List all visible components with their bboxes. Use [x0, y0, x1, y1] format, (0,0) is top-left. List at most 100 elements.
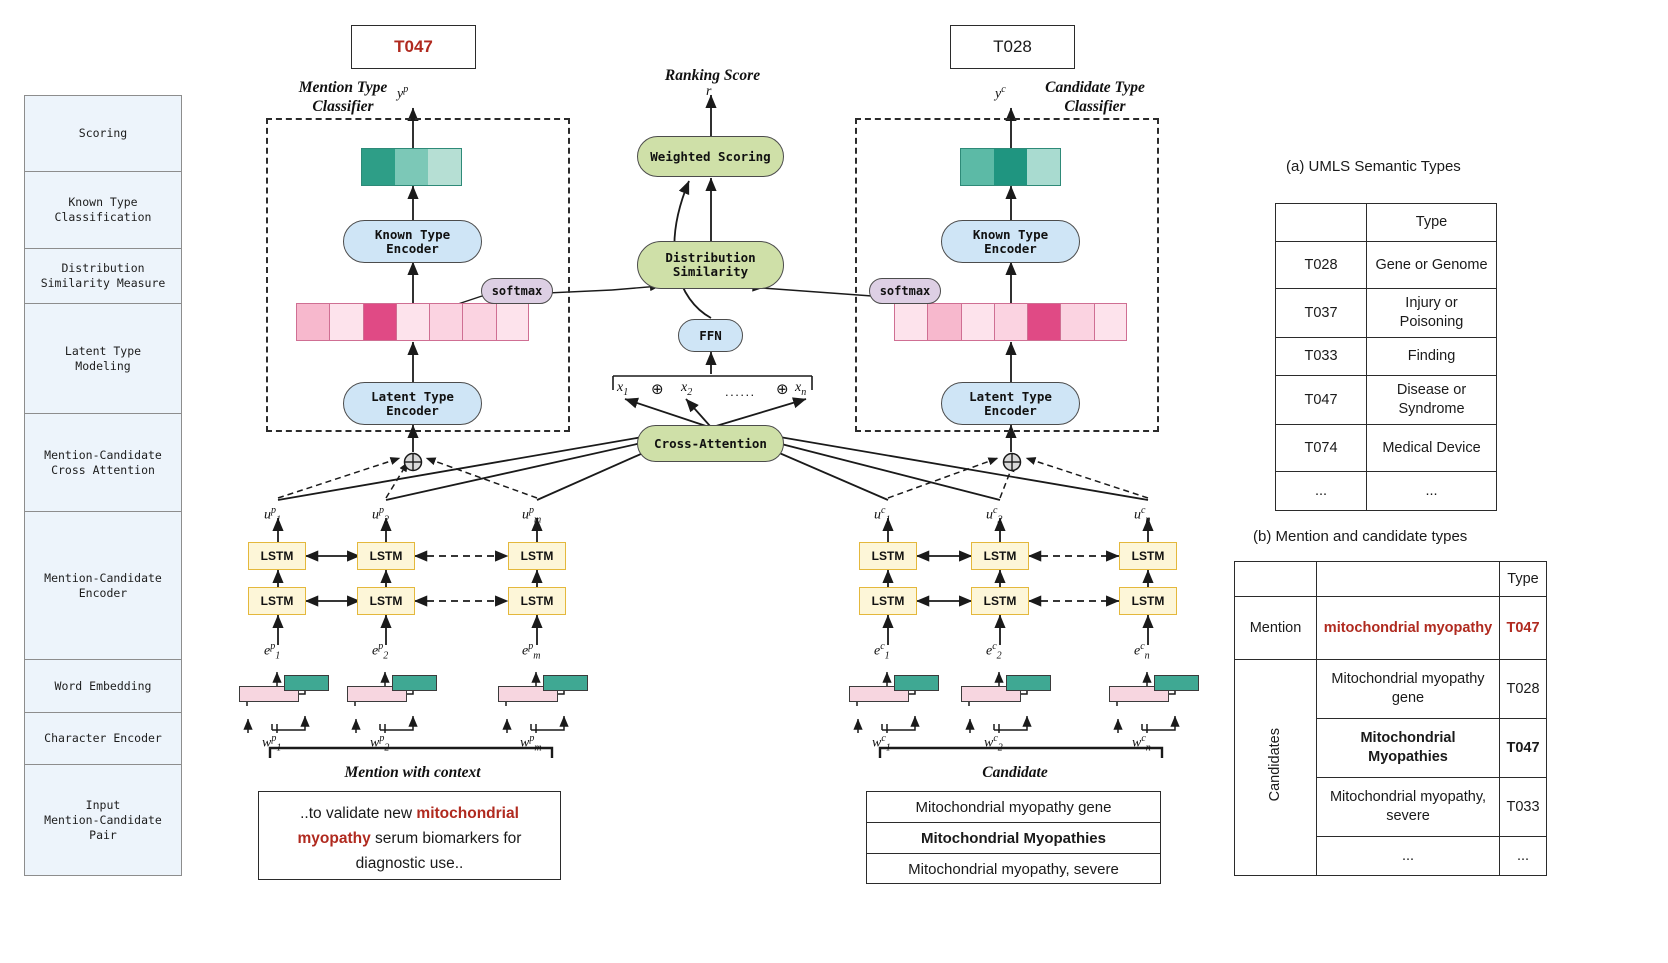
table-row: Type: [1275, 203, 1497, 242]
candidate-char-embedding-chip-n: [1154, 675, 1199, 691]
table-row: Type: [1234, 561, 1547, 597]
table-a-type: Medical Device: [1366, 424, 1497, 472]
weighted-scoring-module[interactable]: Weighted Scoring: [637, 136, 784, 177]
mention-type-output-box: T047: [351, 25, 476, 69]
candidate-lstm-bottom-1: LSTM: [859, 587, 917, 615]
table-b-candidate-text: Mitochondrial myopathy gene: [1316, 659, 1500, 719]
concat-ellipsis: ......: [725, 384, 756, 399]
mention-sentence-suffix: serum biomarkers for diagnostic use..: [355, 830, 522, 872]
latent-cell-0: [296, 303, 330, 341]
latent-cell-1: [927, 303, 961, 341]
candidate-list-item[interactable]: Mitochondrial myopathy, severe: [908, 861, 1119, 878]
latent-cell-6: [1093, 303, 1127, 341]
u-candidate-n-label: ucn: [1134, 505, 1151, 526]
table-a-header-type: Type: [1366, 203, 1497, 242]
mention-known-type-encoder[interactable]: Known Type Encoder: [343, 220, 482, 263]
candidate-lstm-top-n: LSTM: [1119, 542, 1177, 570]
stage-character-encoder: Character Encoder: [25, 713, 181, 765]
mention-classifier-caption: Mention Type Classifier: [298, 79, 388, 115]
latent-cell-5: [1060, 303, 1094, 341]
stage-latent-type-modeling: Latent Type Modeling: [25, 304, 181, 414]
candidate-list-item[interactable]: Mitochondrial Myopathies: [867, 823, 1160, 854]
mention-with-context-caption: Mention with context: [344, 764, 481, 781]
mention-type-classifier-frame: [266, 118, 570, 432]
u-candidate-2-label: uc2: [986, 505, 1003, 526]
latent-cell-3: [395, 303, 430, 341]
x1-label: x1: [617, 380, 629, 398]
pipeline-stage-column: Scoring Known Type Classification Distri…: [24, 95, 182, 876]
stage-distribution-similarity-measure: Distribution Similarity Measure: [25, 249, 181, 304]
table-b-candidate-text: Mitochondrial Myopathies: [1316, 718, 1500, 778]
table-b-header-blank-1: [1234, 561, 1317, 597]
stage-word-embedding: Word Embedding: [25, 660, 181, 713]
x2-label: x2: [681, 380, 693, 398]
u-mention-2-label: up2: [372, 505, 389, 526]
table-b-header-type: Type: [1499, 561, 1547, 597]
stage-scoring: Scoring: [25, 96, 181, 172]
mention-lstm-bottom-m: LSTM: [508, 587, 566, 615]
distribution-similarity-module[interactable]: Distribution Similarity: [637, 241, 784, 289]
mention-lstm-top-2: LSTM: [357, 542, 415, 570]
mention-known-type-bar: [361, 148, 462, 186]
candidate-list-item[interactable]: Mitochondrial myopathy gene: [867, 792, 1160, 823]
stage-known-type-classification: Known Type Classification: [25, 172, 181, 249]
table-a-type: ...: [1366, 471, 1497, 511]
table-row: Mitochondrial Myopathies T047: [1235, 718, 1547, 778]
umls-semantic-types-table: Type T028 Gene or Genome T037 Injury or …: [1275, 203, 1497, 511]
table-a-type: Injury or Poisoning: [1366, 288, 1497, 338]
latent-cell-4: [429, 303, 463, 341]
mention-latent-distribution-bar: [296, 303, 529, 341]
w-candidate-n-label: wcn: [1132, 733, 1151, 754]
table-b-candidate-text: Mitochondrial myopathy, severe: [1316, 777, 1500, 837]
known-cell-2: [427, 149, 461, 185]
e-candidate-n-label: ecn: [1134, 641, 1150, 662]
table-row: ... ...: [1275, 471, 1497, 511]
stage-mention-candidate-encoder: Mention-Candidate Encoder: [25, 512, 181, 660]
known-cell-1: [394, 149, 428, 185]
table-a-code: T028: [1275, 241, 1367, 289]
w-candidate-1-label: wc1: [872, 733, 891, 754]
candidate-latent-type-encoder[interactable]: Latent Type Encoder: [941, 382, 1080, 425]
mention-latent-type-encoder[interactable]: Latent Type Encoder: [343, 382, 482, 425]
table-row: T028 Gene or Genome: [1275, 241, 1497, 289]
oplus-icon-1: ⊕: [651, 380, 664, 398]
table-row: T033 Finding: [1275, 337, 1497, 376]
xn-label: xn: [795, 380, 807, 398]
oplus-icon-2: ⊕: [776, 380, 789, 398]
e-candidate-1-label: ec1: [874, 641, 890, 662]
mention-lstm-bottom-2: LSTM: [357, 587, 415, 615]
e-mention-1-label: ep1: [264, 641, 281, 662]
table-b-candidate-text: ...: [1316, 836, 1500, 876]
table-b-candidate-type: T028: [1499, 659, 1547, 719]
known-cell-0: [961, 149, 994, 185]
candidate-lstm-top-1: LSTM: [859, 542, 917, 570]
table-b-header-blank-2: [1316, 561, 1500, 597]
latent-cell-1: [329, 303, 363, 341]
table-a-code: T074: [1275, 424, 1367, 472]
stage-cross-attention: Mention-Candidate Cross Attention: [25, 414, 181, 512]
candidate-type-output-box: T028: [950, 25, 1075, 69]
mention-softmax-pill: softmax: [481, 278, 553, 304]
candidate-char-embedding-chip-1: [894, 675, 939, 691]
latent-cell-5: [462, 303, 496, 341]
mention-lstm-top-1: LSTM: [248, 542, 306, 570]
candidate-known-type-encoder[interactable]: Known Type Encoder: [941, 220, 1080, 263]
table-b-mention-text: mitochondrial myopathy: [1316, 596, 1500, 660]
w-mention-1-label: wp1: [262, 733, 282, 754]
candidate-lstm-top-2: LSTM: [971, 542, 1029, 570]
y-mention-label: yp: [397, 84, 409, 102]
ffn-module[interactable]: FFN: [678, 319, 743, 352]
latent-cell-2: [362, 303, 396, 341]
table-row: T037 Injury or Poisoning: [1275, 288, 1497, 338]
stage-input-pair: Input Mention-Candidate Pair: [25, 765, 181, 875]
table-a-type: Finding: [1366, 337, 1497, 376]
mention-char-embedding-chip-m: [543, 675, 588, 691]
w-candidate-2-label: wc2: [984, 733, 1003, 754]
latent-cell-2: [960, 303, 994, 341]
latent-cell-3: [993, 303, 1028, 341]
table-a-code: ...: [1275, 471, 1367, 511]
table-b-caption: (b) Mention and candidate types: [1253, 528, 1468, 545]
table-a-header-blank: [1275, 203, 1367, 242]
cross-attention-module[interactable]: Cross-Attention: [637, 425, 784, 462]
candidate-type-classifier-frame: [855, 118, 1159, 432]
